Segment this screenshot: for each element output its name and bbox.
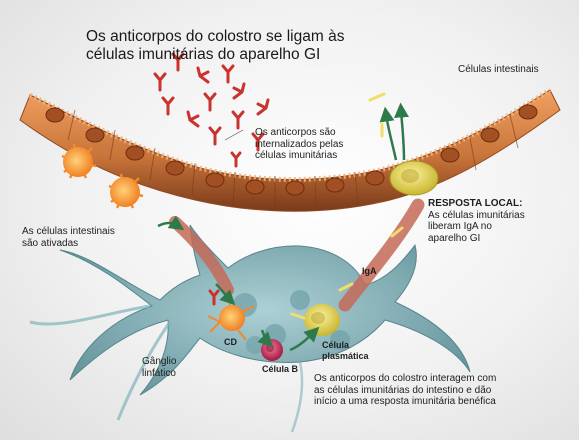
lymph-node-line-1: Gânglio (142, 356, 177, 367)
summary-line-2: as células imunitárias do intestino e dã… (314, 384, 492, 396)
dendritic-cell (207, 293, 255, 341)
title-line-1: Os anticorpos do colostro se ligam às (86, 28, 345, 45)
summary-line-3: início a uma resposta imunitária benéfic… (314, 396, 496, 407)
internalized-line-3: células imunitárias (255, 150, 338, 161)
activated-line-2: são ativadas (22, 237, 79, 249)
plasma-cell-line-1: Célula (322, 340, 350, 350)
local-response-line-3: aparelho GI (428, 232, 481, 244)
title-line-2: células imunitárias do aparelho GI (86, 45, 321, 63)
b-cell (261, 339, 283, 361)
local-response-label: RESPOSTA LOCAL: As células imunitárias l… (428, 198, 525, 244)
epithelial-cell-nuclei (45, 104, 538, 196)
plasma-cell (304, 304, 340, 336)
b-cell-label: Célula B (262, 364, 299, 374)
lymph-node-label: Gânglio linfático (142, 356, 176, 379)
flow-arrows (157, 102, 409, 352)
plasma-cell-label: Célula plasmática (322, 340, 369, 361)
diagram-title: Os anticorpos do colostro se ligam às cé… (86, 28, 344, 63)
internalized-line-2: internalizados pelas (255, 138, 344, 150)
local-response-line-2: liberam IgA no (428, 221, 492, 232)
intestinal-cells-label: Células intestinais (458, 64, 539, 75)
activated-label: As células intestinais são ativadas (22, 226, 115, 249)
epithelial-cell-borders (67, 109, 519, 211)
cd-label: CD (224, 337, 237, 347)
internalized-line-1: Os anticorpos são (255, 127, 336, 138)
activated-cells (61, 143, 144, 209)
summary-line-1: Os anticorpos do colostro interagem com (314, 373, 497, 384)
summary-label: Os anticorpos do colostro interagem com … (314, 373, 496, 408)
local-response-line-1: As células imunitárias (428, 209, 525, 221)
lymph-node (29, 224, 471, 433)
activated-cell-1 (61, 143, 97, 179)
iga-molecules (290, 92, 404, 320)
local-response-title: RESPOSTA LOCAL: (428, 198, 523, 209)
plasma-cell-line-2: plasmática (322, 350, 369, 361)
activated-cell-2 (108, 173, 144, 209)
activated-line-1: As células intestinais (22, 226, 115, 237)
lymph-node-line-2: linfático (142, 367, 176, 379)
colostrum-antibodies (153, 52, 270, 306)
leader-lines (224, 129, 244, 141)
internalized-label: Os anticorpos são internalizados pelas c… (255, 127, 343, 162)
iga-label: IgA (362, 266, 377, 276)
immune-cell-in-gut (389, 160, 439, 196)
